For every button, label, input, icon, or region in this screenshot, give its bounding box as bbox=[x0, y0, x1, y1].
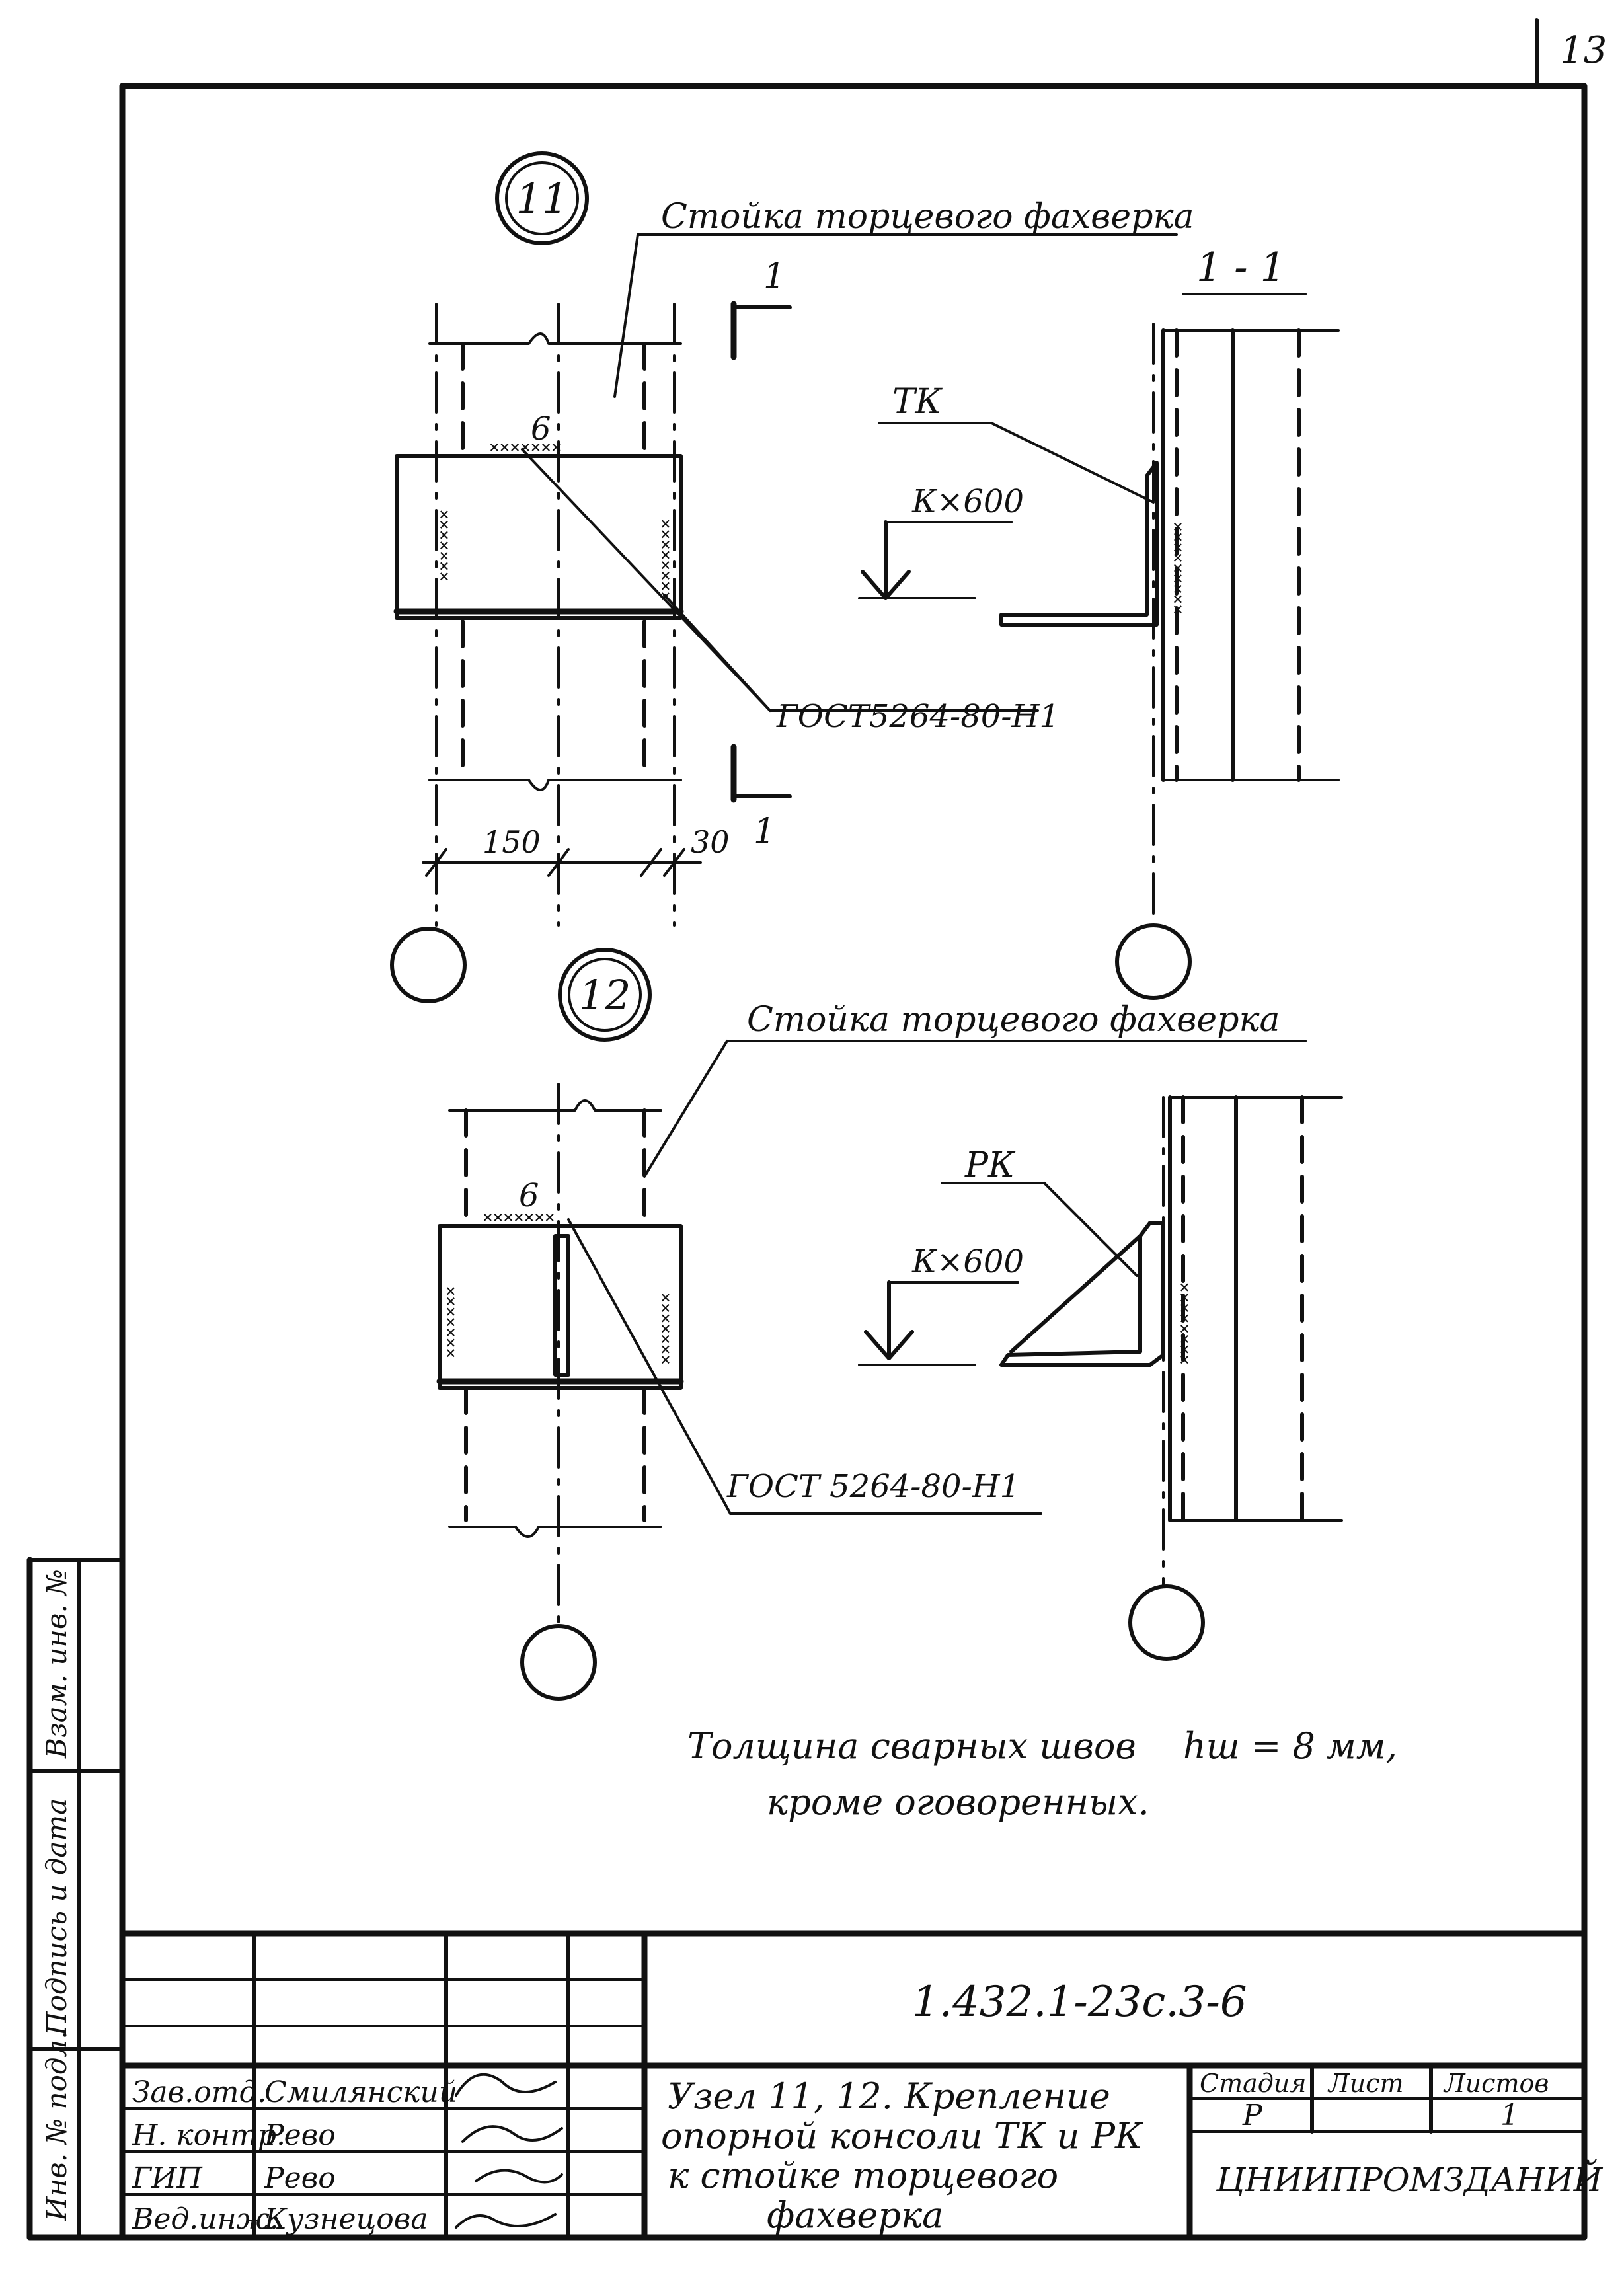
section-1-1-weld-leg: К×600 bbox=[911, 483, 1024, 520]
staff-role-3: ГИП bbox=[132, 2161, 204, 2195]
node-12-leader-a bbox=[567, 1218, 732, 1515]
node-11-label: Стойка торцевого фахверка bbox=[661, 197, 1194, 237]
node-12-label: Стойка торцевого фахверка bbox=[747, 1000, 1280, 1040]
sheets-value: 1 bbox=[1500, 2099, 1519, 2132]
node-12-section-axis-bubble bbox=[1128, 1584, 1205, 1661]
signature-2 bbox=[461, 2125, 563, 2143]
node-12-label-leader bbox=[643, 1040, 728, 1178]
stage-header: Стадия bbox=[1200, 2069, 1306, 2098]
node-12-weld-leg: К×600 bbox=[911, 1243, 1024, 1280]
title-block: 1.432.1-23с.3-6 Зав.отд. Смилянский Н. к… bbox=[119, 1930, 1604, 2241]
note-line-2: кроме оговоренных. bbox=[767, 1781, 1149, 1823]
node-11-dim-tick-1 bbox=[425, 848, 447, 877]
node-11-dim-30: 30 bbox=[691, 824, 730, 860]
node-12-weld-top: ××××××× bbox=[483, 1208, 555, 1227]
node-11-dim-tick-4 bbox=[663, 848, 685, 877]
node-11-number: 11 bbox=[516, 174, 568, 223]
node-12-level-arrow bbox=[864, 1330, 914, 1360]
node-12-rib-console bbox=[999, 1221, 1165, 1367]
side-stamp-podpis: Подпись и дата bbox=[40, 1798, 73, 2036]
node-11-console-plate bbox=[395, 454, 683, 620]
title-line-1: Узел 11, 12. Крепление bbox=[668, 2075, 1110, 2117]
signature-1 bbox=[455, 2073, 557, 2097]
node-12-break-bottom bbox=[448, 1526, 662, 1538]
organization: ЦНИИПРОМЗДАНИЙ bbox=[1216, 2159, 1604, 2199]
node-12: 12 Стойка торцевого фахверка ××××××× ×××… bbox=[436, 948, 1343, 1701]
staff-name-2: Рево bbox=[264, 2118, 336, 2152]
node-12-stiffener bbox=[553, 1234, 570, 1377]
node-12-weld-right: ××××××× bbox=[656, 1292, 676, 1365]
node-11-circle-outer bbox=[495, 151, 589, 245]
node-11-dim-150: 150 bbox=[483, 824, 541, 860]
title-line-3: к стойке торцевого bbox=[668, 2155, 1058, 2196]
node-12-weld-left: ××××××× bbox=[441, 1286, 461, 1358]
node-12-circle-outer bbox=[558, 948, 652, 1042]
node-12-break-top bbox=[448, 1099, 662, 1112]
node-12-console-leader bbox=[1043, 1182, 1138, 1277]
sheets-header: Листов bbox=[1443, 2069, 1549, 2098]
node-11-cut-top-mark: 1 bbox=[763, 256, 785, 296]
side-stamp-inv-podl: Инв. № подл. bbox=[40, 2030, 73, 2221]
node-12-number: 12 bbox=[579, 971, 631, 1019]
side-stamp-vzam: Взам. инв. № bbox=[40, 1569, 73, 1759]
node-12-console-plate bbox=[438, 1224, 683, 1390]
node-11: 11 Стойка торцевого фахверка ××××××× ×××… bbox=[390, 151, 1340, 1003]
page-number: 13 bbox=[1560, 29, 1607, 72]
signature-3 bbox=[475, 2169, 563, 2184]
stage-value: Р bbox=[1242, 2099, 1263, 2132]
node-12-axis-bubble-left bbox=[520, 1624, 597, 1701]
node-11-weld-right: ×××××××× bbox=[656, 519, 676, 601]
section-1-1-axis-bubble bbox=[1115, 923, 1192, 1000]
node-12-circle-inner bbox=[568, 958, 642, 1032]
title-line-2: опорной консоли ТК и РК bbox=[661, 2115, 1143, 2157]
node-11-circle-inner bbox=[505, 161, 579, 235]
signature-4 bbox=[455, 2213, 557, 2229]
section-1-1-console-label: ТК bbox=[892, 382, 943, 422]
staff-name-4: Кузнецова bbox=[264, 2202, 428, 2236]
note-line-1: Толщина сварных швов bbox=[687, 1725, 1136, 1767]
node-11-break-bottom bbox=[428, 779, 682, 791]
node-11-label-leader bbox=[613, 233, 639, 398]
node-12-rib-diagonal bbox=[1009, 1234, 1142, 1354]
staff-role-4: Вед.инж. bbox=[132, 2202, 279, 2236]
node-11-weld-size: 6 bbox=[531, 410, 551, 447]
node-12-weld-size: 6 bbox=[519, 1177, 539, 1214]
node-11-axis-bubble-left bbox=[390, 927, 467, 1003]
node-11-break-top bbox=[428, 332, 682, 345]
staff-name-1: Смилянский bbox=[264, 2075, 457, 2109]
node-12-section-weld: ×××××××× bbox=[1175, 1282, 1194, 1365]
staff-role-2: Н. контр. bbox=[132, 2118, 286, 2152]
node-11-weld-left: ××××××× bbox=[434, 509, 454, 582]
document-code: 1.432.1-23с.3-6 bbox=[912, 1978, 1247, 2027]
node-11-cut-bottom-mark: 1 bbox=[754, 812, 775, 851]
node-12-standard: ГОСТ 5264-80-Н1 bbox=[726, 1468, 1020, 1505]
drawing-frame bbox=[119, 83, 1588, 2241]
sheet-header: Лист bbox=[1327, 2069, 1404, 2098]
section-1-1-console-leader bbox=[990, 422, 1155, 504]
node-11-standard: ГОСТ5264-80-Н1 bbox=[776, 698, 1060, 735]
staff-role-1: Зав.отд. bbox=[132, 2075, 266, 2109]
section-1-1-weld: ××××××××× bbox=[1168, 521, 1188, 615]
node-11-dim-tick-2 bbox=[547, 848, 570, 877]
section-1-1-title: 1 - 1 bbox=[1196, 245, 1286, 291]
note-formula: hш = 8 мм, bbox=[1183, 1725, 1397, 1767]
section-1-1-console-angle bbox=[999, 461, 1159, 627]
title-line-4: фахверка bbox=[767, 2194, 943, 2236]
node-11-leader-b bbox=[663, 594, 771, 712]
staff-name-3: Рево bbox=[264, 2161, 336, 2195]
node-11-dim-tick-3 bbox=[640, 848, 662, 877]
node-12-console-label: РК bbox=[964, 1145, 1016, 1185]
